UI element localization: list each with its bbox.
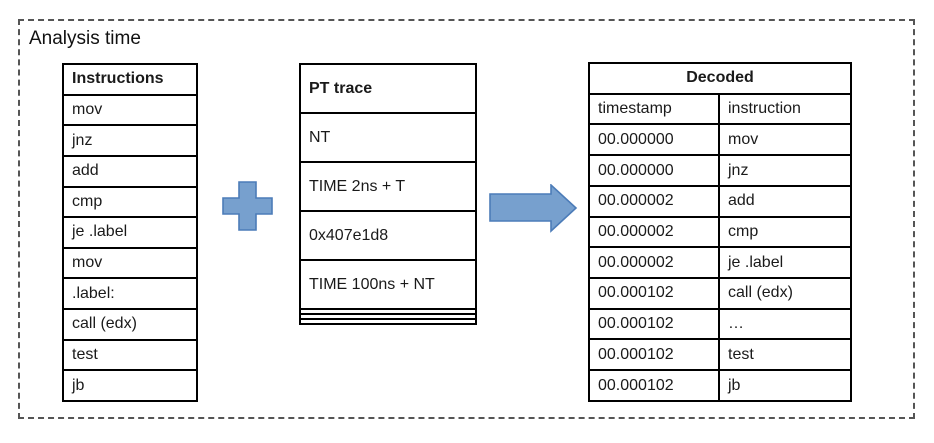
table-header-row: PT trace (299, 62, 477, 115)
instruction-cell: … (717, 307, 853, 341)
instruction-cell: mov (62, 246, 198, 280)
packet-cell: TIME 2ns + T (299, 161, 477, 213)
timestamp-cell: 00.000102 (588, 338, 720, 372)
arrow-right-icon (489, 183, 578, 238)
table-row: jb (62, 369, 198, 402)
table-row: 00.000102 … (588, 307, 853, 341)
instruction-cell: .label: (62, 277, 198, 310)
table-row: jnz (62, 124, 198, 157)
table-row (299, 318, 477, 325)
instruction-cell: test (62, 338, 198, 372)
instruction-cell: mov (62, 93, 198, 127)
instruction-cell: jb (717, 369, 853, 402)
instruction-cell: add (62, 154, 198, 188)
pt-trace-header: PT trace (299, 62, 477, 115)
packet-cell (299, 318, 477, 325)
table-row: 00.000102 test (588, 338, 853, 372)
timestamp-cell: 00.000102 (588, 277, 720, 310)
instruction-cell: cmp (62, 185, 198, 219)
table-row: test (62, 338, 198, 372)
instruction-cell: je .label (717, 246, 853, 280)
instruction-cell: call (edx) (62, 308, 198, 341)
timestamp-cell: 00.000102 (588, 307, 720, 341)
pt-trace-table: PT trace NT TIME 2ns + T 0x407e1d8 TIME … (299, 62, 477, 325)
instruction-cell: add (717, 184, 853, 218)
table-row: 00.000000 mov (588, 123, 853, 157)
timestamp-cell: 00.000002 (588, 246, 720, 280)
table-row: 0x407e1d8 (299, 210, 477, 262)
table-row: call (edx) (62, 308, 198, 341)
packet-cell: 0x407e1d8 (299, 210, 477, 262)
plus-icon (222, 181, 274, 237)
table-row: cmp (62, 185, 198, 219)
instruction-cell: jnz (62, 124, 198, 157)
table-header-row: Decoded (587, 62, 853, 95)
instruction-cell: mov (717, 123, 853, 157)
instruction-cell: cmp (717, 215, 853, 249)
table-row: TIME 2ns + T (299, 161, 477, 213)
timestamp-cell: 00.000000 (588, 123, 720, 157)
table-row: TIME 100ns + NT (299, 259, 477, 311)
instructions-table: Instructions mov jnz add cmp je .label m… (62, 63, 198, 402)
table-row: 00.000102 call (edx) (588, 277, 853, 310)
table-row: NT (299, 112, 477, 164)
table-row: mov (62, 246, 198, 280)
frame-title: Analysis time (29, 28, 141, 49)
timestamp-cell: 00.000002 (588, 215, 720, 249)
instruction-cell: jnz (717, 154, 853, 187)
timestamp-cell: 00.000000 (588, 154, 720, 187)
instruction-column-header: instruction (717, 92, 853, 126)
table-row: 00.000000 jnz (588, 154, 853, 187)
instructions-header: Instructions (62, 63, 198, 96)
table-row: 00.000002 cmp (588, 215, 853, 249)
table-row: mov (62, 93, 198, 127)
table-column-header-row: timestamp instruction (588, 92, 853, 126)
timestamp-cell: 00.000002 (588, 184, 720, 218)
timestamp-cell: 00.000102 (588, 369, 720, 402)
instruction-cell: call (edx) (717, 277, 853, 310)
table-row: 00.000002 add (588, 184, 853, 218)
table-row: 00.000002 je .label (588, 246, 853, 280)
decoded-header: Decoded (587, 62, 853, 95)
instruction-cell: test (717, 338, 853, 372)
table-row: .label: (62, 277, 198, 310)
instruction-cell: je .label (62, 216, 198, 249)
packet-cell: TIME 100ns + NT (299, 259, 477, 311)
decoded-table: Decoded timestamp instruction 00.000000 … (587, 62, 853, 402)
timestamp-column-header: timestamp (588, 92, 720, 126)
instruction-cell: jb (62, 369, 198, 402)
packet-cell: NT (299, 112, 477, 164)
table-row: je .label (62, 216, 198, 249)
table-header-row: Instructions (62, 63, 198, 96)
table-row: add (62, 154, 198, 188)
table-row: 00.000102 jb (588, 369, 853, 402)
